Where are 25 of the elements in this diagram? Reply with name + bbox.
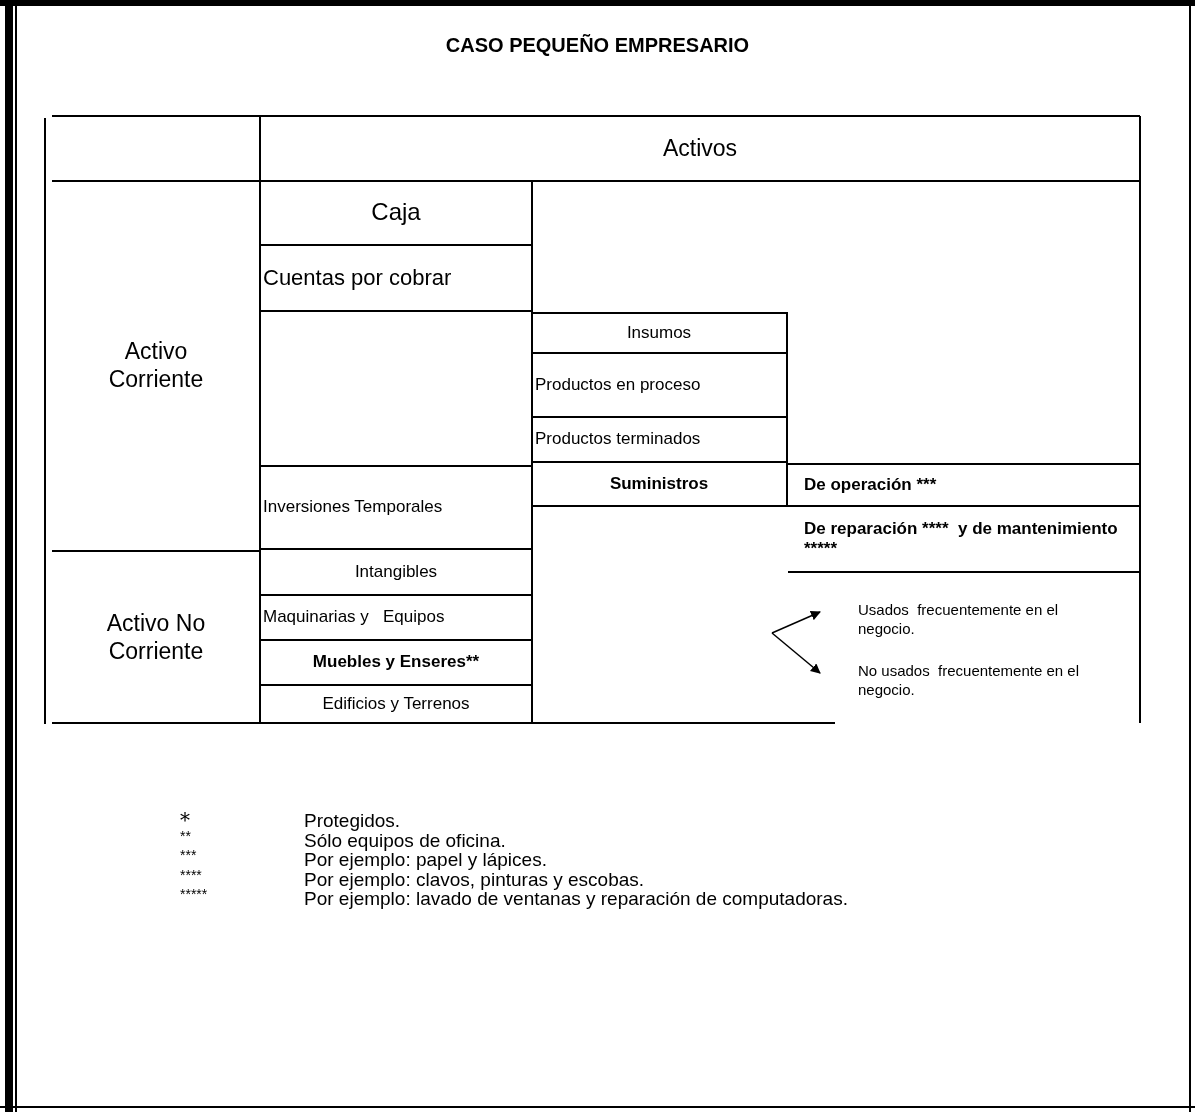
table-cell: Inversiones Temporales	[260, 465, 532, 550]
arrow	[771, 611, 821, 634]
table-cell: De reparación **** y de mantenimiento *****	[788, 507, 1140, 573]
arrow	[771, 632, 821, 674]
table-cell: Activos	[260, 116, 1140, 181]
footnote-mark: ***	[180, 847, 197, 863]
table-cell: Edificios y Terrenos	[260, 686, 532, 723]
footnote-mark: ****	[180, 866, 202, 883]
table-cell: Suministros	[532, 463, 788, 507]
footnote-text: Protegidos.	[304, 810, 401, 832]
table-cell: Cuentas por cobrar	[260, 246, 532, 312]
table-cell: Caja	[260, 181, 532, 246]
footnote-mark: *****	[180, 886, 208, 902]
table-cell: Muebles y Enseres**	[260, 641, 532, 686]
table-cell: Productos en proceso	[532, 354, 788, 418]
table-cell: Insumos	[532, 312, 788, 354]
table-cell: Activo No Corriente	[52, 550, 260, 723]
table-cell: Productos terminados	[532, 418, 788, 463]
table-cell: De operación ***	[788, 463, 1140, 507]
table-cell: Usados frecuentemente en el negocio.	[855, 596, 1085, 644]
table-cell: No usados frecuentemente en el negocio.	[855, 657, 1105, 705]
table-cell: Activo Corriente	[52, 181, 260, 550]
table-cell: Maquinarias y Equipos	[260, 596, 532, 641]
title: CASO PEQUEÑO EMPRESARIO	[445, 34, 750, 56]
table-cell: Intangibles	[260, 550, 532, 596]
